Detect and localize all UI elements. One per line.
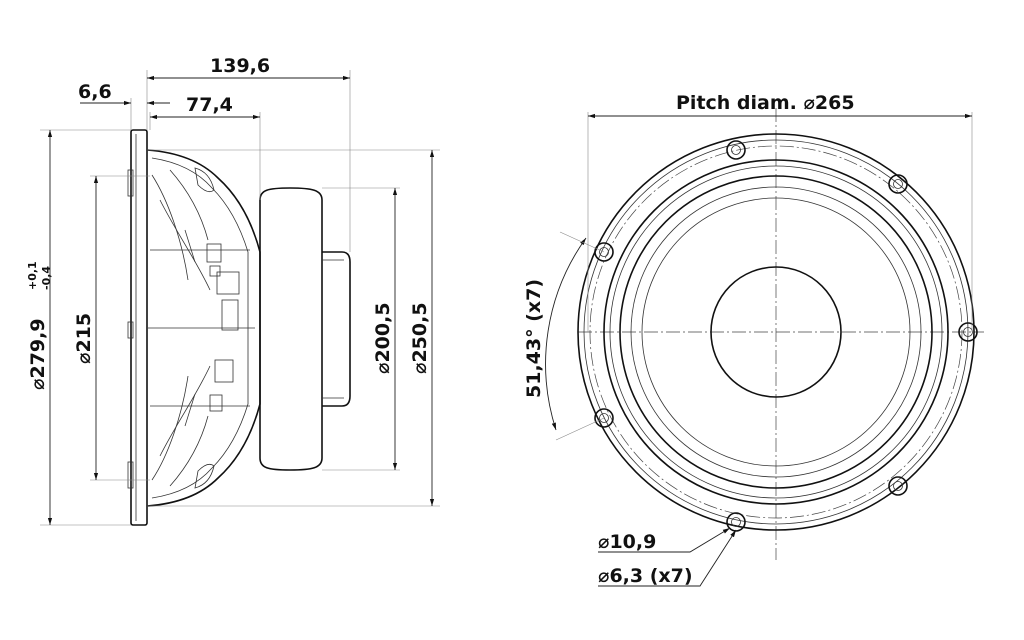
frame-flange: [130, 129, 148, 526]
hole-leader: [598, 529, 737, 587]
angle-arc: [545, 237, 587, 431]
mounting-hole: [594, 408, 614, 428]
pitch-diameter-label: Pitch diam. ⌀265: [676, 92, 855, 114]
surround-circle: [619, 175, 933, 489]
washer-diameter-label: ⌀10,9: [598, 531, 656, 553]
mounting-hole: [888, 476, 908, 496]
tol-minus-label: -0,4: [40, 266, 53, 290]
washer-leader: [598, 527, 731, 553]
dim-depth-label: 139,6: [210, 55, 270, 77]
mounting-hole: [726, 140, 746, 160]
pole-piece: [322, 251, 351, 407]
mounting-hole: [888, 174, 908, 194]
cone-circle: [641, 197, 911, 467]
hole-diameter-label: ⌀6,3 (x7): [598, 565, 693, 587]
dust-cap-circle: [710, 266, 842, 398]
side-view: 139,6 6,6 77,4 ⌀279,9 +0,1 -0,4 ⌀215 ⌀20…: [26, 55, 440, 526]
front-view: Pitch diam. ⌀265 51,43° (x7) ⌀10,9 ⌀6,3 …: [523, 92, 984, 587]
mounting-hole: [594, 242, 614, 262]
angle-label: 51,43° (x7): [523, 279, 545, 398]
dim-basket-diam-label: ⌀215: [73, 313, 95, 364]
dim-outer-diam-label: ⌀279,9: [27, 318, 49, 390]
terminal-upper: [206, 243, 222, 263]
dim-cutout-diam-label: ⌀250,5: [409, 302, 431, 374]
magnet-pot: [259, 187, 323, 471]
dim-magnet-diam-label: ⌀200,5: [372, 302, 394, 374]
mounting-hole: [958, 322, 978, 342]
terminal-lower: [216, 271, 240, 295]
tol-plus-label: +0,1: [26, 261, 39, 290]
mounting-hole: [726, 512, 746, 532]
dim-flange-label: 6,6: [78, 81, 112, 103]
dim-mount-depth-label: 77,4: [186, 94, 233, 116]
